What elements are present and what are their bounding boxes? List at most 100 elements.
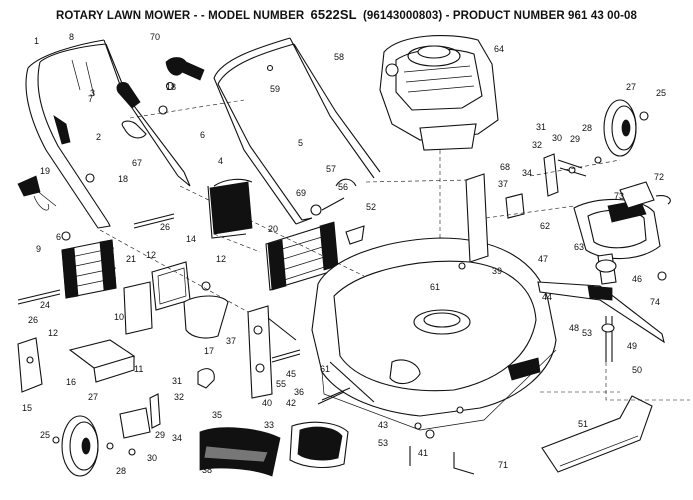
part-callout-50: 50 [632, 365, 642, 375]
part-callout-32: 32 [174, 392, 184, 402]
part-callout-59: 59 [270, 84, 280, 94]
part-callout-48: 48 [569, 323, 579, 333]
part-callout-15: 15 [22, 403, 32, 413]
part-callout-62: 62 [540, 221, 550, 231]
part-callout-64: 64 [494, 44, 504, 54]
part-callout-27: 27 [626, 82, 636, 92]
part-callout-33: 33 [264, 420, 274, 430]
bag-panel-4 [207, 178, 253, 239]
front-axle-bracket [106, 407, 151, 456]
bracket-68 [465, 173, 525, 263]
part-callout-8: 8 [69, 32, 74, 42]
rear-door-62 [573, 198, 661, 260]
bag-grid-9 [61, 239, 117, 299]
part-callout-28: 28 [582, 123, 592, 133]
part-callout-68: 68 [500, 162, 510, 172]
part-callout-32: 32 [532, 140, 542, 150]
part-callout-49: 49 [627, 341, 637, 351]
lever-52 [321, 178, 365, 245]
part-callout-11: 11 [134, 364, 143, 374]
part-callout-4: 4 [218, 156, 223, 166]
cable-2 [53, 59, 95, 145]
part-callout-71: 71 [498, 460, 508, 470]
part-callout-70: 70 [150, 32, 160, 42]
part-callout-21: 21 [126, 254, 136, 264]
part-callout-55: 55 [276, 379, 286, 389]
part-callout-53: 53 [582, 328, 592, 338]
part-callout-39: 39 [492, 266, 502, 276]
part-callout-17: 17 [204, 346, 214, 356]
lower-handle [25, 39, 191, 229]
rear-guard-51 [541, 395, 653, 473]
diagram-title: ROTARY LAWN MOWER - - MODEL NUMBER 6522S… [0, 7, 693, 22]
product-number: 961 43 00-08 [568, 10, 638, 22]
part-callout-14: 14 [186, 234, 196, 244]
part-callout-73: 73 [614, 191, 624, 201]
part-callout-46: 46 [632, 274, 642, 284]
part-callout-10: 10 [114, 312, 124, 322]
bolts-left [17, 213, 211, 305]
grass-bag-38 [199, 427, 281, 477]
part-callout-29: 29 [155, 430, 165, 440]
part-callout-2: 2 [96, 132, 101, 142]
height-adjust-bracket-14 [123, 261, 191, 335]
part-callout-58: 58 [334, 52, 344, 62]
engine-64 [379, 34, 499, 318]
part-callout-44: 44 [542, 292, 552, 302]
part-callout-43: 43 [378, 420, 388, 430]
bolts-bottom [267, 317, 475, 475]
part-callout-6: 6 [56, 232, 61, 242]
part-callout-51: 51 [578, 419, 588, 429]
part-callout-27: 27 [88, 392, 98, 402]
part-callout-56: 56 [338, 182, 348, 192]
part-callout-30: 30 [147, 453, 157, 463]
part-callout-57: 57 [326, 164, 336, 174]
model-number: 6522SL [310, 7, 357, 22]
upper-handle [213, 37, 381, 225]
axle-bracket-30 [543, 153, 602, 197]
front-wheel-27 [52, 415, 99, 477]
shield-17 [183, 295, 229, 339]
part-callout-19: 19 [40, 166, 50, 176]
blade-47 [537, 253, 667, 362]
part-callout-61: 61 [320, 364, 330, 374]
part-callout-31: 31 [172, 376, 182, 386]
part-callout-24: 24 [40, 300, 50, 310]
part-callout-29: 29 [570, 134, 580, 144]
part-callout-61: 61 [430, 282, 440, 292]
part-callout-40: 40 [262, 398, 272, 408]
knob-19 [17, 175, 57, 211]
part-callout-1: 1 [34, 36, 39, 46]
part-callout-30: 30 [552, 133, 562, 143]
part-callout-74: 74 [650, 297, 660, 307]
part-callout-18: 18 [166, 82, 176, 92]
part-callout-25: 25 [40, 430, 50, 440]
part-callout-42: 42 [286, 398, 296, 408]
mower-deck-44 [311, 237, 557, 431]
part-callout-7: 7 [88, 94, 93, 104]
part-callout-63: 63 [574, 242, 584, 252]
part-callout-12: 12 [48, 328, 58, 338]
part-callout-37: 37 [498, 179, 508, 189]
part-callout-69: 69 [296, 188, 306, 198]
part-callout-18: 18 [118, 174, 128, 184]
part-callout-52: 52 [366, 202, 376, 212]
wheel-27-rear [603, 99, 649, 157]
part-callout-38: 38 [202, 465, 212, 475]
part-callout-16: 16 [66, 377, 76, 387]
lever-31 [149, 368, 215, 429]
part-callout-47: 47 [538, 254, 548, 264]
part-callout-34: 34 [172, 433, 182, 443]
part-callout-67: 67 [132, 158, 142, 168]
part-callout-36: 36 [294, 387, 304, 397]
part-callout-6: 6 [200, 130, 205, 140]
part-callout-20: 20 [268, 224, 278, 234]
bag-cover-33 [289, 421, 349, 469]
part-callout-9: 9 [36, 244, 41, 254]
bracket-73 [619, 181, 671, 209]
mount-plate-40 [247, 305, 273, 399]
cable-grips [85, 57, 205, 183]
bracket-16 [68, 339, 136, 383]
